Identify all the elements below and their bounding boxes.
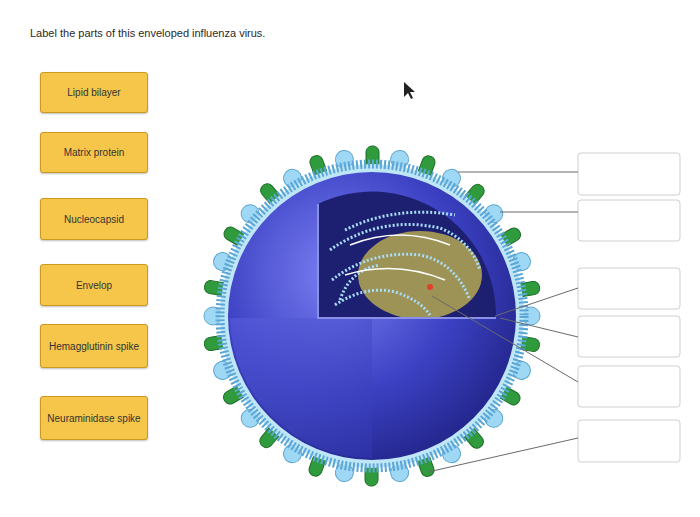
label-tile: Neuraminidase spike (40, 396, 148, 440)
cut-face (230, 318, 372, 458)
label-tile: Envelop (40, 264, 148, 306)
answer-boxes (578, 153, 680, 462)
leader-lines (428, 172, 578, 472)
label-text: Envelop (76, 279, 112, 292)
lipid-bilayer (220, 164, 524, 468)
label-text: Matrix protein (64, 146, 125, 159)
virus-body (228, 172, 516, 460)
label-tile: Nucleocapsid (40, 198, 148, 240)
interior-cutaway (318, 192, 496, 319)
instruction-title: Label the parts of this enveloped influe… (30, 27, 265, 39)
label-text: Neuraminidase spike (47, 412, 140, 425)
label-tile: Matrix protein (40, 132, 148, 173)
spikes (203, 146, 540, 486)
label-text: Hemagglutinin spike (49, 340, 139, 353)
label-text: Nucleocapsid (64, 213, 124, 226)
label-tile: Lipid bilayer (40, 72, 148, 113)
label-text: Lipid bilayer (67, 86, 120, 99)
cursor (404, 82, 415, 99)
label-tile: Hemagglutinin spike (40, 324, 148, 368)
